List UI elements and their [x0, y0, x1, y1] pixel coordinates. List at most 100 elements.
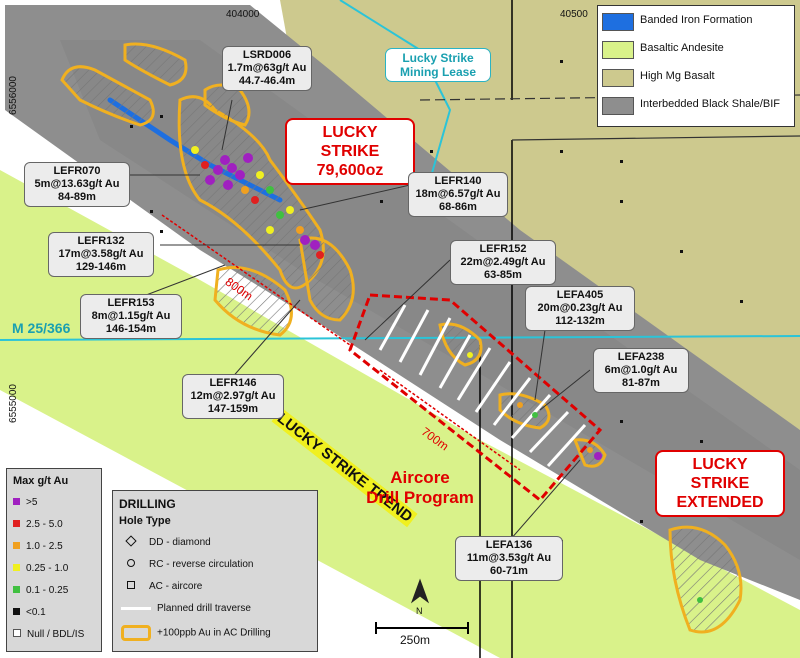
callout-lefr132: LEFR132 17m@3.58g/t Au 129-146m	[48, 232, 154, 277]
hole-intercept: 17m@3.58g/t Au	[58, 248, 144, 260]
au-swatch	[13, 564, 20, 571]
au-label: Null / BDL/IS	[27, 629, 85, 640]
au-swatch	[13, 629, 21, 637]
hole-id: LEFR070	[53, 165, 101, 177]
geology-legend: Banded Iron Formation Basaltic Andesite …	[597, 5, 795, 127]
au-grade-legend: Max g/t Au >5 2.5 - 5.0 1.0 - 2.5 0.25 -…	[6, 468, 102, 652]
northing-label-6556000: 6556000	[7, 76, 19, 115]
hole-id: LEFA238	[617, 351, 665, 363]
hole-depth: 112-132m	[555, 315, 605, 327]
legend-label: High Mg Basalt	[640, 70, 715, 82]
mining-lease-label: Lucky Strike Mining Lease	[385, 48, 491, 82]
lucky-strike-box: LUCKY STRIKE 79,600oz	[285, 118, 415, 185]
anomaly-label: +100ppb Au in AC Drilling	[157, 627, 271, 639]
distance-800m-arrow	[161, 214, 351, 346]
hole-depth: 44.7-46.4m	[238, 75, 296, 87]
hole-id: LEFA136	[485, 539, 533, 551]
easting-label-405000: 40500	[560, 9, 588, 20]
hole-depth: 129-146m	[75, 261, 127, 273]
diamond-icon	[125, 535, 137, 547]
lucky-strike-extended-box: LUCKY STRIKE EXTENDED	[655, 450, 785, 517]
hole-id: LEFR153	[107, 297, 155, 309]
legend-swatch	[602, 41, 634, 59]
au-legend-title: Max g/t Au	[13, 475, 69, 487]
legend-swatch	[602, 69, 634, 87]
hole-id: LEFR146	[209, 377, 257, 389]
au-swatch	[13, 542, 20, 549]
m-boundary-line	[0, 335, 800, 341]
hole-depth: 147-159m	[207, 403, 259, 415]
hole-intercept: 11m@3.53g/t Au	[466, 552, 552, 564]
au-label: <0.1	[26, 607, 46, 618]
legend-swatch	[602, 97, 634, 115]
callout-lefr070: LEFR070 5m@13.63g/t Au 84-89m	[24, 162, 130, 207]
northing-label-6555000: 6555000	[7, 384, 19, 423]
distance-700m-arrow	[379, 369, 521, 471]
ac-label: AC - aircore	[149, 581, 203, 592]
traverse-label: Planned drill traverse	[157, 603, 251, 614]
au-swatch	[13, 520, 20, 527]
hole-intercept: 5m@13.63g/t Au	[34, 178, 120, 190]
legend-label: Banded Iron Formation	[640, 14, 753, 26]
au-label: 0.25 - 1.0	[26, 563, 69, 574]
circle-icon	[127, 559, 135, 567]
easting-label-404000: 404000	[226, 9, 260, 20]
square-icon	[127, 581, 135, 589]
hole-intercept: 6m@1.0g/t Au	[604, 364, 678, 376]
rc-label: RC - reverse circulation	[149, 559, 254, 570]
hole-id: LEFR140	[434, 175, 482, 187]
drilling-legend: DRILLING Hole Type DD - diamond RC - rev…	[112, 490, 318, 652]
hole-depth: 60-71m	[490, 565, 528, 577]
aircore-program-label: Aircore Drill Program	[360, 468, 480, 508]
hole-depth: 68-86m	[439, 201, 477, 213]
hole-depth: 81-87m	[622, 377, 660, 389]
au-label: 2.5 - 5.0	[26, 519, 63, 530]
hole-depth: 63-85m	[484, 269, 522, 281]
lucky-strike-title: LUCKY STRIKE	[320, 124, 380, 160]
drilling-title: DRILLING	[119, 497, 176, 511]
north-arrow-icon	[410, 578, 430, 604]
north-label: N	[416, 606, 423, 616]
planned-drill-traverses	[378, 304, 587, 468]
hole-intercept: 18m@6.57g/t Au	[415, 188, 501, 200]
anomaly-zones	[60, 42, 743, 634]
au-label: >5	[26, 497, 38, 508]
scale-label: 250m	[400, 633, 431, 647]
lucky-strike-ounces: 79,600oz	[316, 162, 384, 179]
outline-icon	[121, 625, 151, 641]
extended-title: LUCKY STRIKE	[690, 456, 750, 492]
callout-lsrd006: LSRD006 1.7m@63g/t Au 44.7-46.4m	[222, 46, 312, 91]
hole-intercept: 20m@0.23g/t Au	[537, 302, 623, 314]
callout-lefr146: LEFR146 12m@2.97g/t Au 147-159m	[182, 374, 284, 419]
basaltic-andesite-band	[0, 170, 800, 658]
hole-intercept: 1.7m@63g/t Au	[227, 62, 307, 74]
hole-id: LSRD006	[242, 49, 292, 61]
callout-lefr153: LEFR153 8m@1.15g/t Au 146-154m	[80, 294, 182, 339]
au-label: 0.1 - 0.25	[26, 585, 69, 596]
au-swatch	[13, 586, 20, 593]
scale-bar	[375, 622, 469, 634]
legend-swatch	[602, 13, 634, 31]
aircore-line-1: Aircore	[390, 468, 450, 487]
au-swatch	[13, 608, 20, 615]
lease-line-1: Lucky Strike	[402, 51, 474, 65]
hole-intercept: 22m@2.49g/t Au	[460, 256, 546, 268]
hole-intercept: 12m@2.97g/t Au	[190, 390, 276, 402]
hole-id: LEFR132	[77, 235, 125, 247]
line-icon	[121, 606, 151, 610]
hole-id: LEFA405	[556, 289, 604, 301]
callout-lefa238: LEFA238 6m@1.0g/t Au 81-87m	[593, 348, 689, 393]
m-label: M 25/366	[12, 320, 71, 336]
dd-label: DD - diamond	[149, 537, 211, 548]
lease-line-2: Mining Lease	[399, 65, 476, 79]
legend-label: Interbedded Black Shale/BIF	[640, 98, 781, 110]
au-swatch	[13, 498, 20, 505]
aircore-drill-program-box	[348, 293, 603, 503]
hole-depth: 146-154m	[105, 323, 157, 335]
au-label: 1.0 - 2.5	[26, 541, 63, 552]
callout-lefa405: LEFA405 20m@0.23g/t Au 112-132m	[525, 286, 635, 331]
hole-id: LEFR152	[479, 243, 527, 255]
hole-depth: 84-89m	[58, 191, 96, 203]
aircore-line-2: Drill Program	[366, 488, 474, 507]
extended-subtitle: EXTENDED	[676, 494, 764, 511]
